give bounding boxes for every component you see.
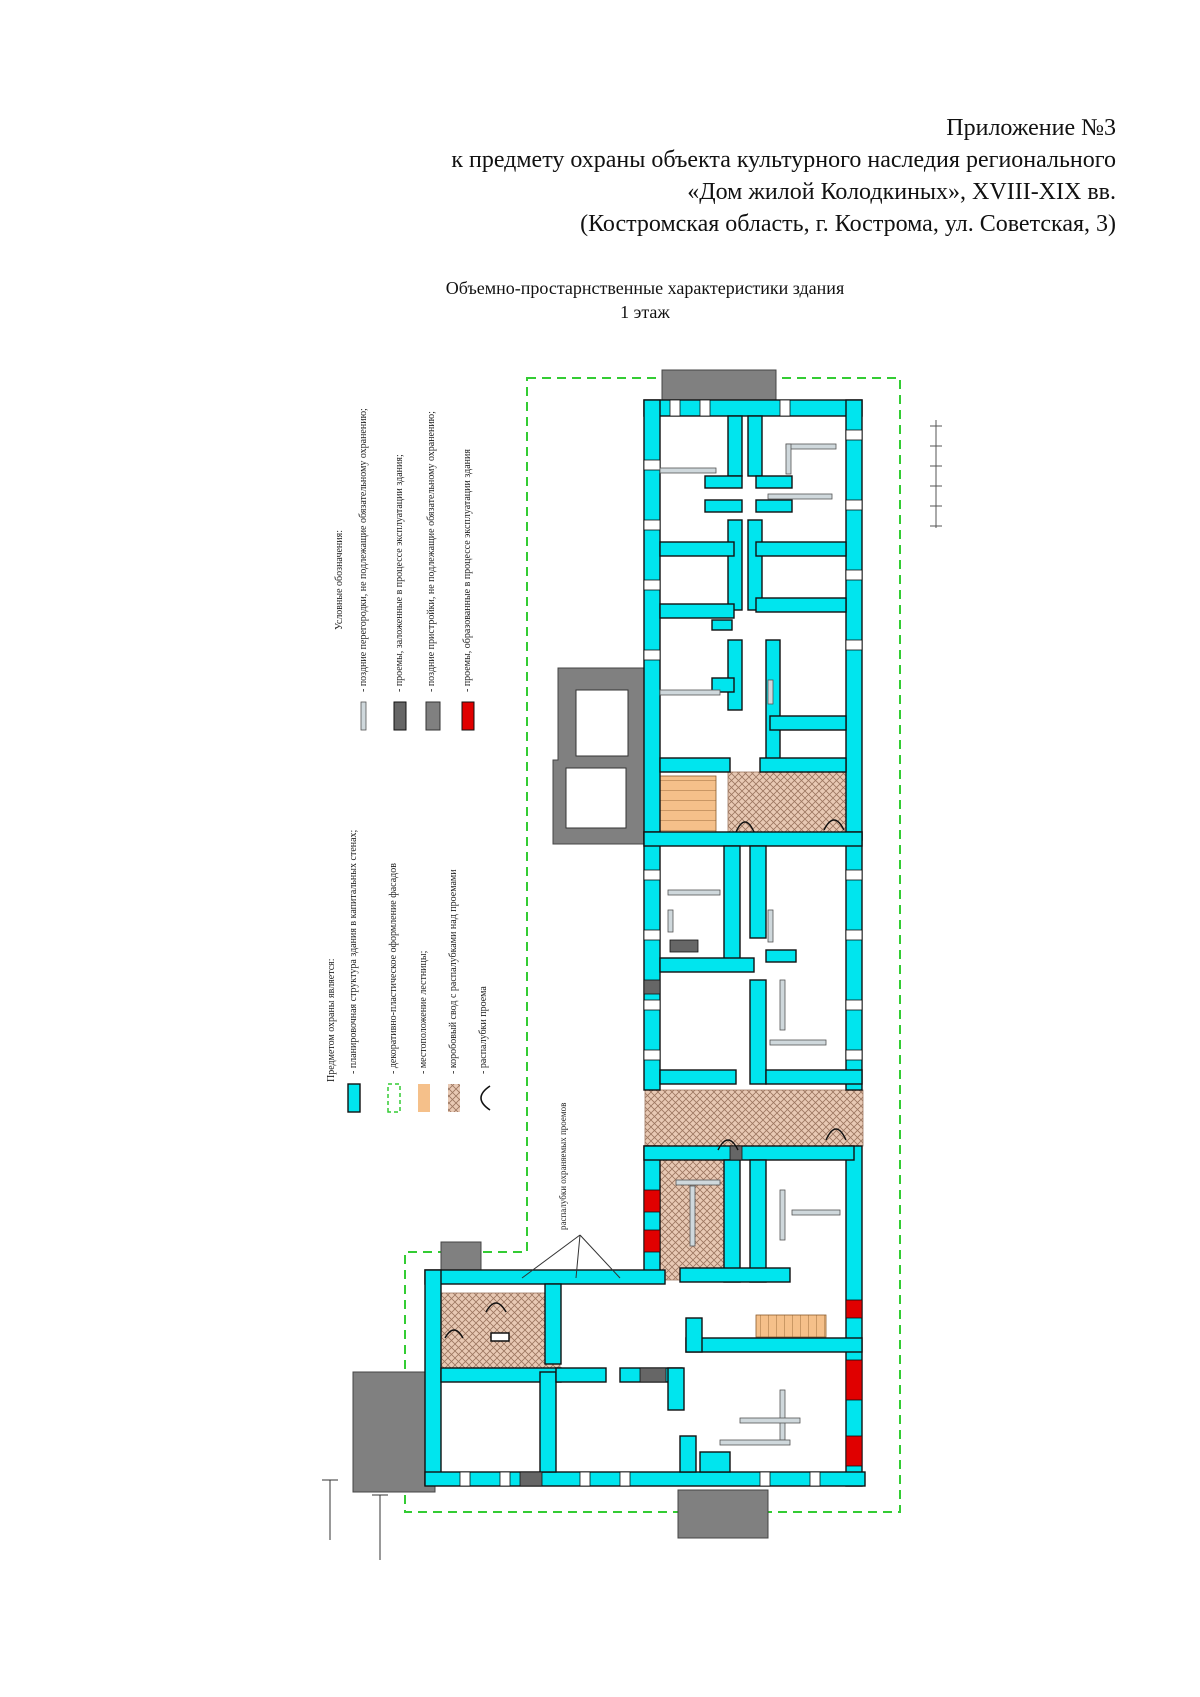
legend-swatch-facade (387, 1083, 401, 1113)
stair-secondary (755, 1314, 827, 1338)
annex-bottom-porch (677, 1489, 769, 1539)
legend-symbols-item-2: - проемы, заложенные в процессе эксплуат… (394, 454, 405, 692)
legend-swatch-new-opening (461, 701, 475, 731)
legend-protected-item-1: - планировочная структура здания в капит… (348, 829, 359, 1074)
plan-title-line-2: 1 этаж (620, 302, 670, 322)
legend-swatch-stair (418, 1084, 430, 1112)
vault-corner-room (439, 1292, 561, 1372)
annex-southwest-wing (352, 1371, 436, 1493)
annex-south-stub (440, 1241, 482, 1271)
legend-symbols-item-1: - поздние перегородки, не подлежащие обя… (358, 408, 369, 692)
document-header: Приложение №3 к предмету охраны объекта … (296, 112, 1116, 240)
legend-protected-item-4: - коробовый свод с распалубками над прое… (448, 869, 459, 1074)
scale-bar (930, 420, 942, 528)
protected-boundary-outline (404, 377, 901, 1513)
plan-title: Объемно-простарнственные характеристики … (0, 276, 1200, 324)
legend-protected-item-5: - распалубки проема (478, 986, 489, 1074)
vaulted-areas (439, 771, 864, 1372)
header-line-4: (Костромская область, г. Кострома, ул. С… (580, 211, 1116, 237)
legend-symbols: Условные обозначения: - поздние перегоро… (334, 408, 475, 731)
plan-title-line-1: Объемно-простарнственные характеристики … (445, 278, 845, 298)
late-partitions (659, 443, 841, 1446)
legend-swatch-blocked (393, 701, 407, 731)
legend-swatch-wall (347, 1083, 361, 1113)
legend-protected-item-3: - местоположение лестницы; (418, 950, 429, 1074)
new-openings (643, 1189, 863, 1467)
legend-swatch-vault (448, 1084, 460, 1112)
legend-swatch-annex (425, 701, 441, 731)
blocked-openings (519, 939, 743, 1487)
legend-swatch-arch (480, 1085, 491, 1111)
legend-protected-item-2: - декоративно-пластическое оформление фа… (388, 863, 399, 1074)
header-line-3: «Дом жилой Колодкиных», XVIII-XIX вв. (687, 179, 1116, 205)
capital-walls (424, 399, 866, 1487)
vault-central-hall (727, 771, 855, 833)
arch-note-text: распалубки охраняемых проемов (558, 1103, 568, 1230)
legend-symbols-title: Условные обозначения: (334, 530, 345, 630)
legend-protected-title: Предметом охраны является: (326, 958, 337, 1082)
arch-note-leaders (521, 1234, 621, 1279)
legend-symbols-item-4: - проемы, образованные в процессе эксплу… (462, 449, 473, 692)
legend-symbols-item-3: - поздние пристройки, не подлежащие обяз… (426, 411, 437, 692)
vault-arches (444, 819, 847, 1339)
vault-corridor-band (644, 1089, 864, 1147)
staircases (655, 775, 827, 1338)
legend-protected: Предметом охраны является: - планировочн… (326, 829, 491, 1113)
header-line-1: Приложение №3 (946, 115, 1116, 141)
stair-main (655, 775, 717, 833)
header-line-2: к предмету охраны объекта культурного на… (451, 147, 1116, 173)
section-mark (322, 1479, 388, 1560)
window-openings (459, 399, 863, 1487)
column-marker (490, 1332, 510, 1342)
legend-swatch-partition (360, 701, 367, 731)
